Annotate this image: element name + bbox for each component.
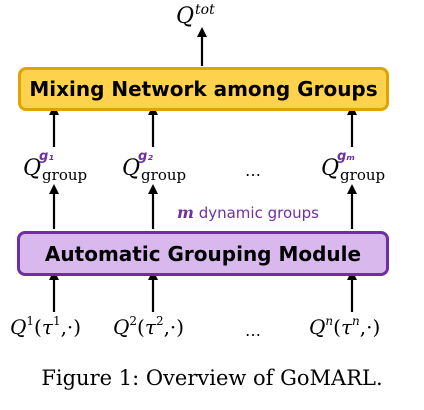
dynamic-groups-label: m dynamic groups [177,203,319,222]
agent-q-2: Q2(τ2,·) [113,314,185,339]
agent-ellipsis: … [245,321,261,340]
figure-caption: Figure 1: Overview of GoMARL. [41,366,383,390]
mixing-network-box: Mixing Network among Groups [18,67,389,111]
mixing-network-label: Mixing Network among Groups [29,77,378,101]
automatic-grouping-label: Automatic Grouping Module [44,241,362,266]
group-ellipsis: … [245,161,261,180]
automatic-grouping-box: Automatic Grouping Module [17,231,389,276]
q-tot-label: Qtot [176,2,215,29]
agent-q-1: Q1(τ1,·) [10,314,82,339]
agent-q-n: Qn(τn,·) [309,314,381,339]
arrow-layer [49,27,357,312]
